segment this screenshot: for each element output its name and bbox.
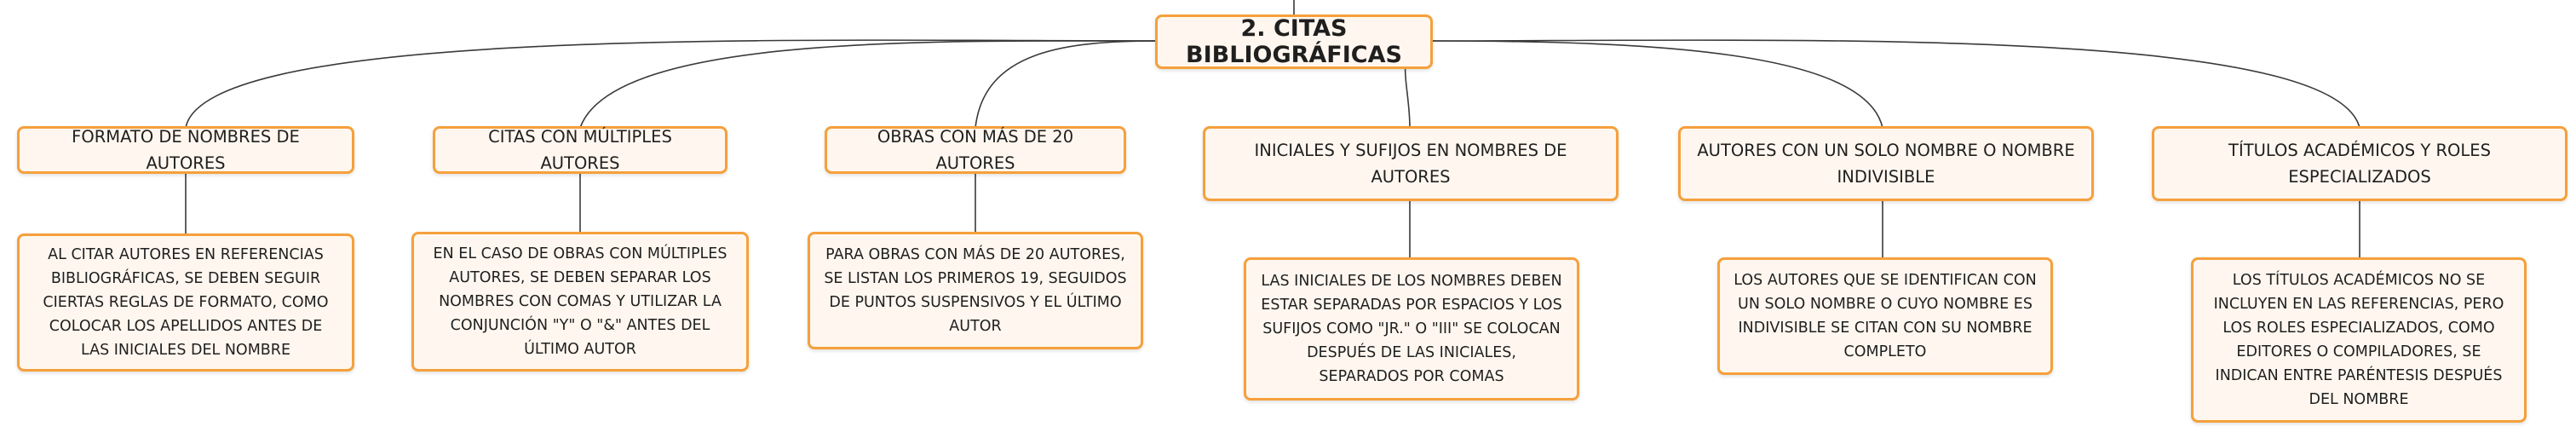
detail-note-titulos-roles[interactable]: LOS TÍTULOS ACADÉMICOS NO SE INCLUYEN EN… <box>2191 257 2527 423</box>
detail-note-multiples-autores[interactable]: EN EL CASO DE OBRAS CON MÚLTIPLES AUTORE… <box>411 232 749 372</box>
branch-topic-formato-nombres[interactable]: FORMATO DE NOMBRES DE AUTORES <box>17 126 354 174</box>
detail-note-text: LOS AUTORES QUE SE IDENTIFICAN CON UN SO… <box>1734 272 2037 360</box>
branch-topic-solo-nombre[interactable]: AUTORES CON UN SOLO NOMBRE O NOMBRE INDI… <box>1678 126 2094 201</box>
root-topic[interactable]: 2. CITAS BIBLIOGRÁFICAS <box>1155 14 1433 69</box>
detail-note-text: EN EL CASO DE OBRAS CON MÚLTIPLES AUTORE… <box>433 245 727 358</box>
branch-topic-label: AUTORES CON UN SOLO NOMBRE O NOMBRE INDI… <box>1697 140 2075 187</box>
detail-note-text: AL CITAR AUTORES EN REFERENCIAS BIBLIOGR… <box>43 246 329 359</box>
branch-topic-mas-de-20-autores[interactable]: OBRAS CON MÁS DE 20 AUTORES <box>825 126 1126 174</box>
detail-note-mas-de-20-autores[interactable]: PARA OBRAS CON MÁS DE 20 AUTORES, SE LIS… <box>808 232 1143 349</box>
root-branch-connector-2 <box>579 40 1159 129</box>
root-topic-label: 2. CITAS BIBLIOGRÁFICAS <box>1186 15 1402 68</box>
branch-topic-label: INICIALES Y SUFIJOS EN NOMBRES DE AUTORE… <box>1254 140 1567 187</box>
branch-topic-label: FORMATO DE NOMBRES DE AUTORES <box>72 126 300 173</box>
detail-note-text: PARA OBRAS CON MÁS DE 20 AUTORES, SE LIS… <box>824 246 1127 335</box>
root-branch-connector-3 <box>975 40 1159 129</box>
detail-note-text: LAS INICIALES DE LOS NOMBRES DEBEN ESTAR… <box>1261 273 1562 385</box>
root-branch-connector-5 <box>1429 40 1883 129</box>
branch-topic-label: CITAS CON MÚLTIPLES AUTORES <box>488 126 672 173</box>
root-branch-connector-6 <box>1429 39 2360 129</box>
root-branch-connector-1 <box>185 39 1159 129</box>
branch-topic-multiples-autores[interactable]: CITAS CON MÚLTIPLES AUTORES <box>433 126 727 174</box>
branch-topic-label: OBRAS CON MÁS DE 20 AUTORES <box>877 126 1074 173</box>
branch-topic-titulos-roles[interactable]: TÍTULOS ACADÉMICOS Y ROLES ESPECIALIZADO… <box>2152 126 2567 201</box>
detail-note-formato-nombres[interactable]: AL CITAR AUTORES EN REFERENCIAS BIBLIOGR… <box>17 233 354 372</box>
detail-note-solo-nombre[interactable]: LOS AUTORES QUE SE IDENTIFICAN CON UN SO… <box>1717 257 2053 375</box>
detail-note-text: LOS TÍTULOS ACADÉMICOS NO SE INCLUYEN EN… <box>2213 272 2504 408</box>
branch-topic-label: TÍTULOS ACADÉMICOS Y ROLES ESPECIALIZADO… <box>2228 140 2491 187</box>
detail-note-iniciales-sufijos[interactable]: LAS INICIALES DE LOS NOMBRES DEBEN ESTAR… <box>1244 257 1579 401</box>
branch-topic-iniciales-sufijos[interactable]: INICIALES Y SUFIJOS EN NOMBRES DE AUTORE… <box>1203 126 1619 201</box>
